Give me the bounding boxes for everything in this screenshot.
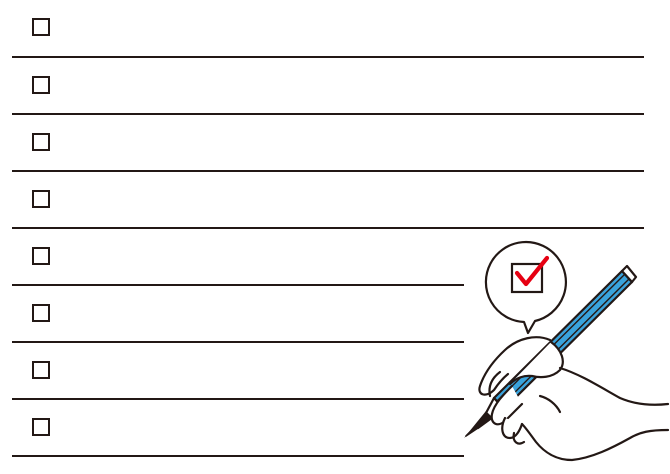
checklist-row xyxy=(0,57,645,114)
row-divider xyxy=(12,227,644,229)
checklist-row xyxy=(0,342,470,399)
checkmark-icon xyxy=(514,255,550,287)
checklist-row xyxy=(0,285,470,342)
checkbox[interactable] xyxy=(32,304,50,322)
hand-front xyxy=(490,340,670,462)
checklist-row xyxy=(0,399,470,456)
checkbox[interactable] xyxy=(32,133,50,151)
checkbox[interactable] xyxy=(32,418,50,436)
checkbox[interactable] xyxy=(32,247,50,265)
checklist-row xyxy=(0,0,645,57)
hand-with-pencil-illustration xyxy=(464,240,670,462)
checkbox[interactable] xyxy=(32,76,50,94)
row-divider xyxy=(12,113,644,115)
row-divider xyxy=(12,170,644,172)
checked-box-icon xyxy=(510,255,550,294)
checklist-row xyxy=(0,228,470,285)
checklist-row xyxy=(0,171,645,228)
hand-back xyxy=(478,336,552,398)
checkbox[interactable] xyxy=(32,361,50,379)
row-divider xyxy=(12,455,464,457)
row-divider xyxy=(12,341,464,343)
speech-bubble xyxy=(484,240,567,335)
checkbox[interactable] xyxy=(32,190,50,208)
row-divider xyxy=(12,398,464,400)
checklist-row xyxy=(0,114,645,171)
row-divider xyxy=(12,284,464,286)
row-divider xyxy=(12,56,644,58)
checkbox[interactable] xyxy=(32,18,50,36)
